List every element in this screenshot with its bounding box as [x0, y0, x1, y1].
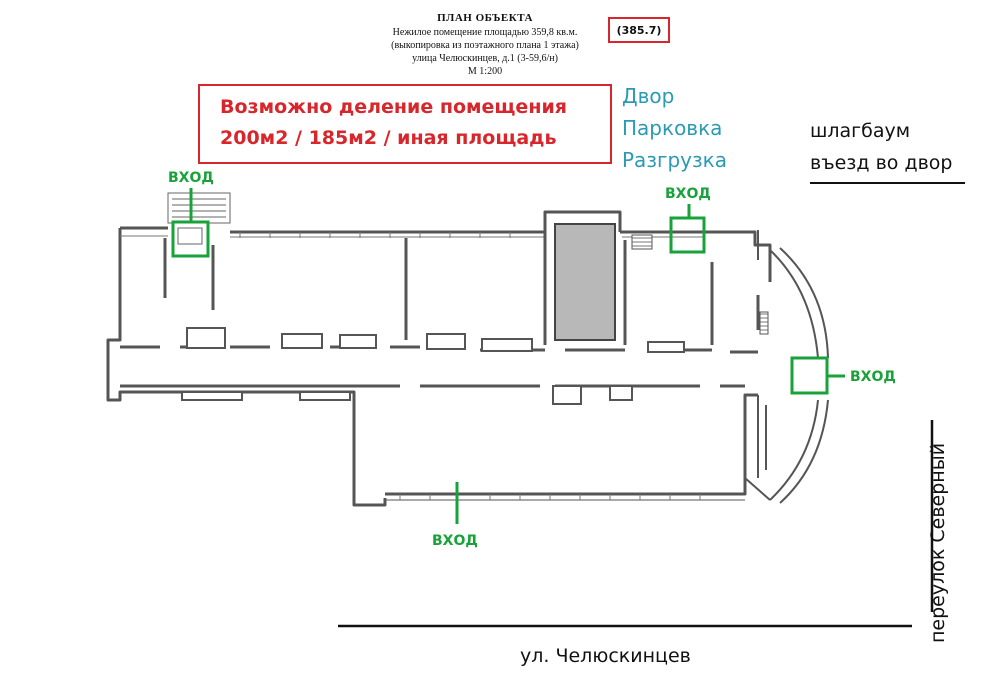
yard-entry-label: въезд во двор	[810, 152, 953, 174]
entrance-label-east: ВХОД	[850, 369, 896, 385]
outer-walls	[106, 210, 772, 507]
area-badge: (385.7)	[608, 17, 670, 43]
plan-scale: М 1:200	[467, 66, 503, 77]
plan-address-line: улица Челюскинцев, д.1 (3-59,6/н)	[412, 53, 558, 64]
staircase-top-left	[167, 192, 231, 245]
small-stair-east	[759, 311, 769, 335]
wall-columns	[181, 327, 685, 405]
division-note-line2: 200м2 / 185м2 / иная площадь	[220, 127, 557, 149]
plan-area-line: Нежилое помещение площадью 359,8 кв.м.	[392, 27, 578, 38]
plan-source-line: (выкопировка из поэтажного плана 1 этажа…	[391, 40, 579, 51]
east-bay	[744, 247, 829, 504]
entrance-label-top-right: ВХОД	[665, 186, 711, 202]
entrance-label-bottom: ВХОД	[432, 533, 478, 549]
entrance-marker-top-left	[171, 188, 210, 258]
entrance-label-top-left: ВХОД	[168, 170, 214, 186]
hatched-stair-room	[554, 223, 616, 341]
entrance-marker-top-right	[669, 204, 706, 254]
street-label-chelyuskintsev: ул. Челюскинцев	[520, 645, 691, 667]
inner-walls	[120, 232, 760, 388]
small-stair	[631, 234, 653, 250]
yard-label-unloading: Разгрузка	[622, 148, 727, 172]
division-note-line1: Возможно деление помещения	[220, 96, 567, 118]
division-note: Возможно деление помещения 200м2 / 185м2…	[198, 84, 612, 164]
entrance-marker-east	[790, 356, 845, 395]
window-ticks	[239, 232, 701, 500]
barrier-label: шлагбаум	[810, 120, 911, 142]
plan-title: ПЛАН ОБЪЕКТА	[437, 12, 533, 24]
yard-label-parking: Парковка	[622, 116, 723, 140]
yard-label-courtyard: Двор	[622, 84, 675, 108]
